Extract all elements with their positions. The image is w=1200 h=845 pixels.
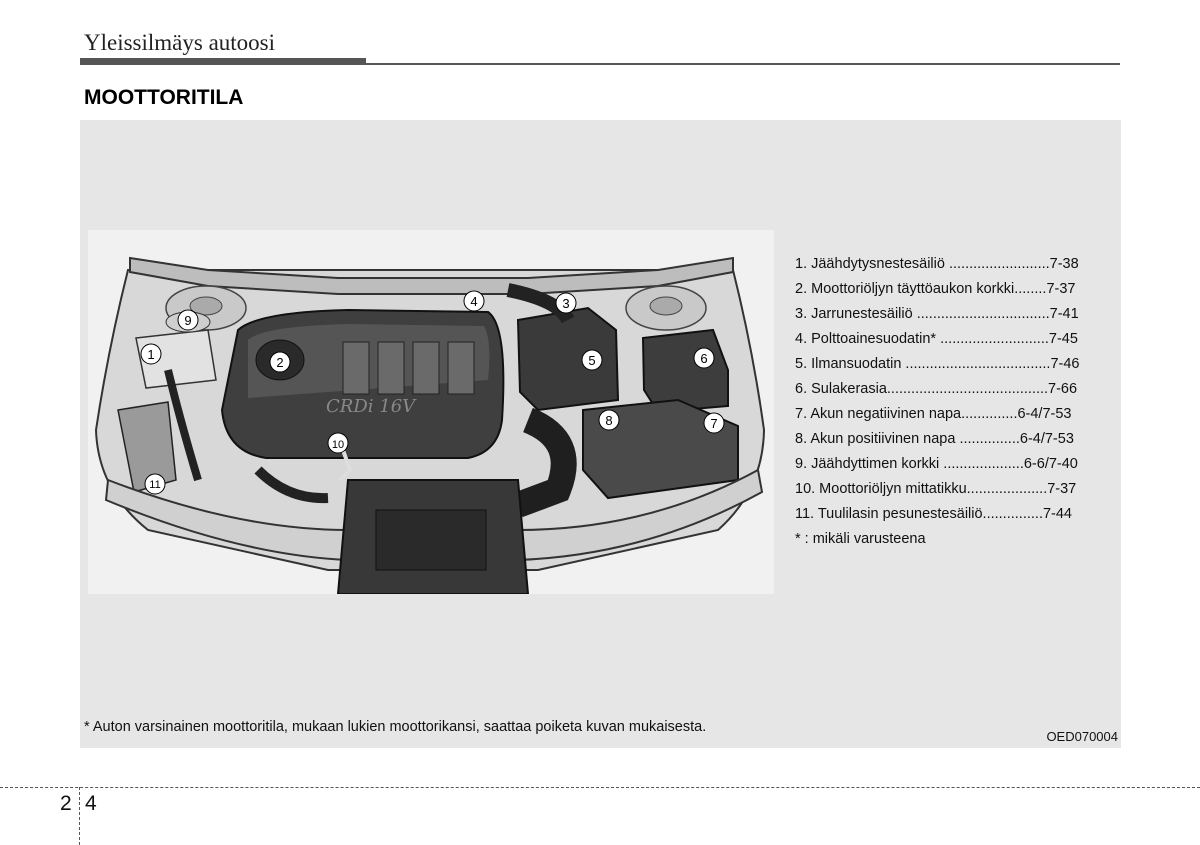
legend-item: 9. Jäähdyttimen korkki .................… bbox=[795, 456, 1078, 472]
callout-3: 3 bbox=[555, 292, 577, 314]
svg-text:10: 10 bbox=[332, 439, 344, 451]
legend-item: 4. Polttoainesuodatin* .................… bbox=[795, 331, 1078, 347]
svg-text:4: 4 bbox=[470, 294, 477, 309]
page-chapter-number: 2 bbox=[60, 792, 72, 815]
svg-text:6: 6 bbox=[700, 351, 707, 366]
svg-text:1: 1 bbox=[147, 347, 154, 362]
legend-item: 11. Tuulilasin pesunestesäiliö..........… bbox=[795, 506, 1072, 522]
svg-text:7: 7 bbox=[710, 416, 717, 431]
legend-item: 3. Jarrunestesäiliö ....................… bbox=[795, 306, 1079, 322]
header-accent-bar bbox=[80, 58, 366, 65]
page-number-divider bbox=[79, 787, 80, 845]
legend-item: 8. Akun positiivinen napa ..............… bbox=[795, 431, 1074, 447]
callout-8: 8 bbox=[598, 409, 620, 431]
callout-1: 1 bbox=[140, 343, 162, 365]
legend-item: 10. Moottoriöljyn mittatikku............… bbox=[795, 481, 1077, 497]
svg-text:9: 9 bbox=[184, 313, 191, 328]
legend-item: 2. Moottoriöljyn täyttöaukon korkki.....… bbox=[795, 281, 1076, 297]
callout-7: 7 bbox=[703, 412, 725, 434]
legend-item: 1. Jäähdytysnestesäiliö ................… bbox=[795, 256, 1079, 272]
svg-text:3: 3 bbox=[562, 296, 569, 311]
callout-2: 2 bbox=[269, 351, 291, 373]
header-rule bbox=[366, 63, 1120, 65]
svg-text:8: 8 bbox=[605, 413, 612, 428]
callout-11: 11 bbox=[144, 473, 166, 495]
legend-item: 6. Sulakerasia..........................… bbox=[795, 381, 1078, 397]
page-number: 4 bbox=[85, 792, 97, 815]
component-legend: 1. Jäähdytysnestesäiliö ................… bbox=[795, 252, 1113, 552]
figure-footnote: * Auton varsinainen moottoritila, mukaan… bbox=[84, 719, 707, 735]
svg-text:2: 2 bbox=[276, 355, 283, 370]
svg-text:5: 5 bbox=[588, 353, 595, 368]
legend-item: 7. Akun negatiivinen napa..............6… bbox=[795, 406, 1072, 422]
callout-9: 9 bbox=[177, 309, 199, 331]
engine-bay-illustration: CRDi 16V 1 2 3 4 5 6 7 8 9 bbox=[88, 230, 774, 594]
callout-5: 5 bbox=[581, 349, 603, 371]
legend-note: * : mikäli varusteena bbox=[795, 531, 926, 547]
svg-text:11: 11 bbox=[149, 479, 160, 491]
section-heading: MOOTTORITILA bbox=[84, 86, 244, 109]
engine-cover-text: CRDi 16V bbox=[326, 396, 417, 417]
callout-4: 4 bbox=[463, 290, 485, 312]
legend-item: 5. Ilmansuodatin .......................… bbox=[795, 356, 1080, 372]
footer-rule bbox=[0, 787, 1200, 788]
callout-6: 6 bbox=[693, 347, 715, 369]
chapter-header-title: Yleissilmäys autoosi bbox=[84, 30, 276, 55]
callout-10: 10 bbox=[327, 432, 349, 454]
image-code: OED070004 bbox=[1046, 729, 1118, 744]
